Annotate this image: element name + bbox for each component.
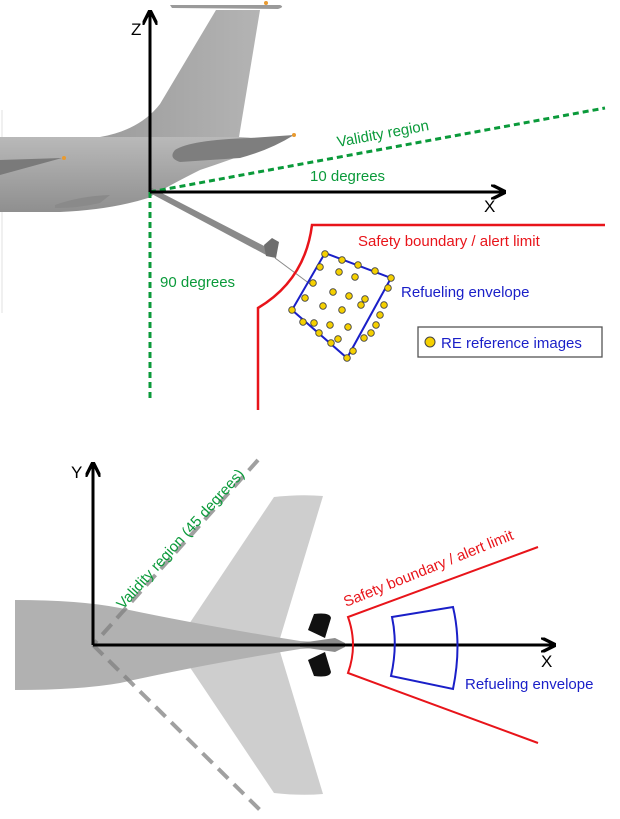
horizontal-stabilizer bbox=[172, 135, 294, 162]
reference-image-dot bbox=[321, 250, 329, 258]
reference-image-dot bbox=[288, 306, 296, 314]
ruddevator-left bbox=[308, 613, 331, 638]
reference-image-dot bbox=[327, 339, 335, 347]
stabilizer-left bbox=[175, 495, 323, 645]
reference-image-dot bbox=[344, 323, 352, 331]
reference-image-dot bbox=[380, 301, 388, 309]
reference-image-dot bbox=[349, 347, 357, 355]
legend-box bbox=[417, 326, 603, 358]
boom-nozzle bbox=[274, 257, 311, 285]
fin-cap bbox=[170, 5, 283, 9]
reference-image-dot bbox=[301, 294, 309, 302]
reference-image-dot bbox=[343, 354, 351, 362]
ninety-degrees-label: 90 degrees bbox=[160, 274, 235, 291]
belly-detail bbox=[55, 195, 110, 208]
wing-marker bbox=[62, 156, 66, 160]
refueling-boom bbox=[148, 188, 272, 256]
validity-line-lower-bottom bbox=[91, 643, 264, 814]
safety-boundary-label-top: Safety boundary / alert limit bbox=[358, 233, 541, 250]
ruddevator-right bbox=[308, 652, 331, 677]
x-axis-label-bottom: X bbox=[541, 652, 552, 671]
reference-image-dot bbox=[357, 301, 365, 309]
reference-image-dot bbox=[338, 306, 346, 314]
wing-root bbox=[0, 158, 62, 175]
fin-tip-marker bbox=[264, 1, 268, 5]
refueling-envelope-label-top: Refueling envelope bbox=[401, 284, 529, 301]
reference-image-dot bbox=[367, 329, 375, 337]
reference-image-dot bbox=[371, 267, 379, 275]
refueling-envelope-label-bottom: Refueling envelope bbox=[465, 676, 593, 693]
bottom-diagram: Y X Validity region (45 degrees) Safety … bbox=[15, 458, 593, 814]
z-axis-label: Z bbox=[131, 20, 141, 39]
top-diagram: Z X Validity region 10 degrees 90 degree… bbox=[0, 1, 606, 410]
reference-image-dot bbox=[299, 318, 307, 326]
reference-image-dot bbox=[351, 273, 359, 281]
ten-degrees-label: 10 degrees bbox=[310, 168, 385, 185]
reference-image-dot bbox=[316, 263, 324, 271]
legend-label: RE reference images bbox=[441, 335, 582, 352]
boom-ruddevator bbox=[264, 238, 279, 258]
reference-image-dot bbox=[387, 274, 395, 282]
reference-image-dot bbox=[354, 261, 362, 269]
reference-image-dot bbox=[310, 319, 318, 327]
reference-image-dot bbox=[361, 295, 369, 303]
reference-image-dot bbox=[319, 302, 327, 310]
stabilizer-right bbox=[175, 645, 323, 795]
reference-image-points bbox=[288, 250, 395, 362]
vertical-fin bbox=[100, 10, 260, 137]
reference-image-dot bbox=[376, 311, 384, 319]
reference-image-dot bbox=[334, 335, 342, 343]
stabilizer-tip-marker bbox=[292, 133, 296, 137]
reference-image-dot bbox=[345, 292, 353, 300]
y-axis-label: Y bbox=[71, 463, 82, 482]
validity-region-label: Validity region bbox=[336, 117, 431, 151]
reference-image-dot bbox=[338, 256, 346, 264]
reference-image-dot bbox=[329, 288, 337, 296]
legend-dot-icon bbox=[424, 336, 436, 348]
safety-boundary-top bbox=[256, 223, 605, 410]
legend: RE reference images bbox=[417, 326, 603, 358]
reference-image-dot bbox=[309, 279, 317, 287]
reference-image-dot bbox=[384, 284, 392, 292]
validity-line-upper-bottom bbox=[91, 458, 260, 647]
tanker-aircraft-side bbox=[0, 1, 311, 285]
reference-image-dot bbox=[372, 321, 380, 329]
validity-line-upper bbox=[149, 106, 606, 194]
reference-image-dot bbox=[335, 268, 343, 276]
refueling-envelope-bottom bbox=[389, 605, 459, 691]
reference-image-dot bbox=[360, 334, 368, 342]
safety-boundary-label-bottom: Safety boundary / alert limit bbox=[341, 527, 517, 611]
reference-image-dot bbox=[326, 321, 334, 329]
safety-boundary-bottom bbox=[346, 546, 539, 744]
reference-image-dot bbox=[315, 329, 323, 337]
x-axis-label-top: X bbox=[484, 197, 495, 216]
